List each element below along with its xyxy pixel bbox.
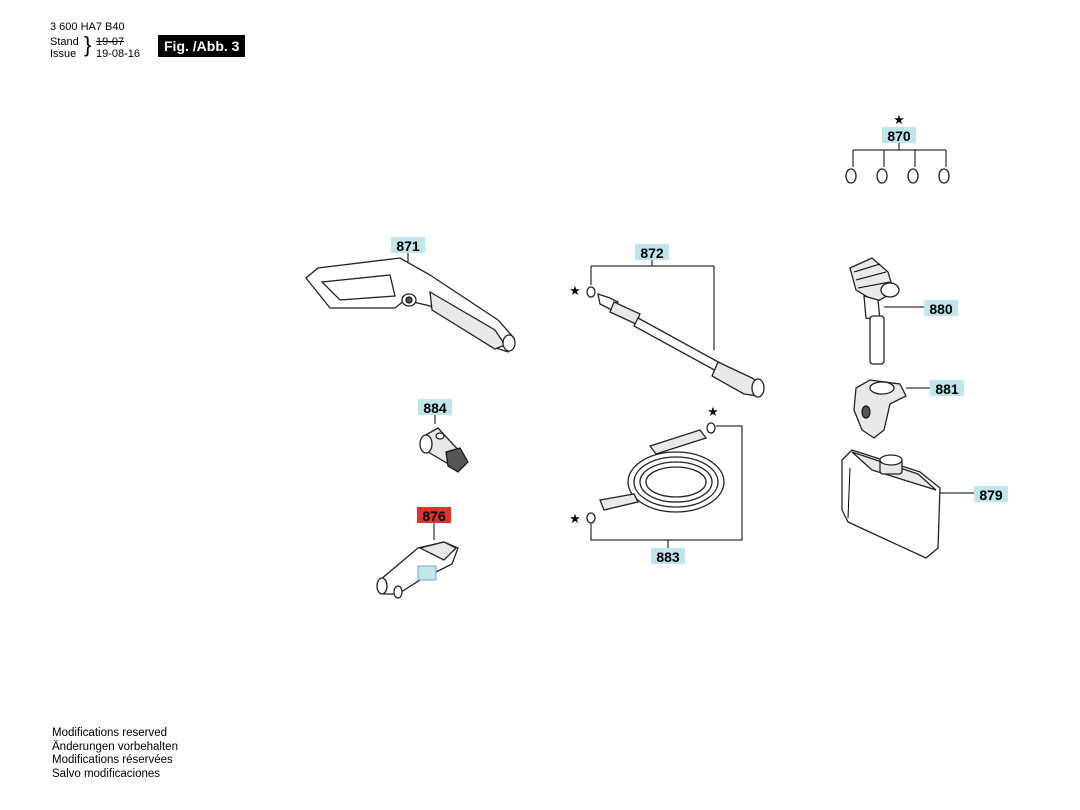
label-871[interactable]: 871 [396,238,420,254]
label-870[interactable]: 870 [887,128,911,144]
figure-badge: Fig. /Abb. 3 [158,35,246,57]
label-883[interactable]: 883 [656,549,680,565]
label-879[interactable]: 879 [979,487,1003,503]
star-mark: ★ [893,113,905,128]
label-872-box [635,244,669,260]
part-880-adapter[interactable]: 880 [849,257,958,365]
o-ring [845,168,857,184]
star-mark: ★ [569,512,581,527]
label-871-box [391,237,425,253]
part-879-tank[interactable]: 879 [841,449,1008,559]
label-879-box [974,486,1008,502]
part-876-nozzle[interactable]: 876 [376,507,459,599]
label-881[interactable]: 881 [935,381,959,397]
star-mark: ★ [569,284,581,299]
stand-date: 19-07 [96,36,125,48]
part-871-trigger-gun[interactable]: 871 [305,237,516,353]
label-876[interactable]: 876 [422,508,446,524]
o-ring [907,168,919,184]
footer-notice: Modifications reserved Änderungen vorbeh… [52,727,178,781]
label-870-box [882,127,916,143]
label-884-box [418,399,452,415]
footer-line-de: Änderungen vorbehalten [52,740,178,753]
part-881-cap[interactable]: 881 [853,379,964,439]
label-880[interactable]: 880 [929,301,953,317]
label-884[interactable]: 884 [423,400,447,416]
footer-line-en: Modifications reserved [52,727,168,739]
label-880-box [924,300,958,316]
o-ring [938,168,950,184]
stand-label: Stand [50,36,79,48]
part-883-hose[interactable]: ★ ★ 883 [569,405,743,565]
o-ring [876,168,888,184]
footer-line-es: Salvo modificaciones [52,767,161,780]
part-870-o-rings[interactable]: ★ 870 [845,113,950,184]
issue-label: Issue [50,48,77,60]
part-number: 3 600 HA7 B40 [50,21,125,33]
star-mark: ★ [707,405,719,420]
label-881-box [930,380,964,396]
label-883-box [651,548,685,564]
footer-line-fr: Modifications réservées [52,754,173,766]
part-872-lance[interactable]: 872 ★ [569,244,765,398]
brace: } [84,32,92,57]
part-884-coupling[interactable]: 884 [418,399,469,473]
label-872[interactable]: 872 [640,245,664,261]
issue-date: 19-08-16 [96,48,141,60]
label-876-box [417,507,451,523]
